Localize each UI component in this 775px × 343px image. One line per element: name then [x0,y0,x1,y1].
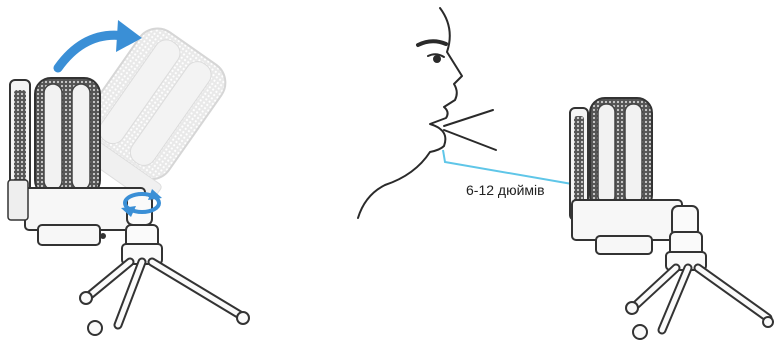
right-microphone [570,98,698,254]
distance-label: 6-12 дюймів [466,182,545,198]
distance-guide-line [443,150,572,184]
left-tripod [80,225,249,335]
